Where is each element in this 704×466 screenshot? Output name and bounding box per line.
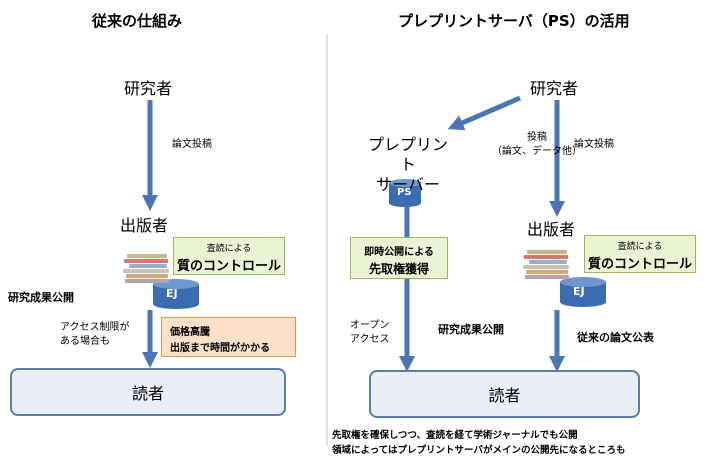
right-quality-big: 質のコントロール xyxy=(587,257,692,272)
right-publisher: 出版者 xyxy=(527,220,576,239)
ps-server-cylinder xyxy=(389,179,421,207)
right-ej-label: EJ xyxy=(573,285,585,298)
right-post-line1: 投稿 xyxy=(527,132,547,143)
footer-line1: 先取権を確保しつつ、査読を経て学術ジャーナルでも公開 xyxy=(332,430,578,441)
journal-stack-icon-left xyxy=(123,254,173,288)
right-post-line2: （論文、データ他） xyxy=(492,146,582,157)
ps-name-line1: プレプリント xyxy=(368,135,449,174)
right-publish-label: 研究成果公開 xyxy=(438,323,504,336)
ps-name: プレプリント サーバー xyxy=(368,135,448,195)
journal-stack-icon-right xyxy=(523,250,573,284)
left-reader-label: 読者 xyxy=(131,384,164,403)
open-access-label: オープン アクセス xyxy=(350,319,390,347)
left-title: 従来の仕組み xyxy=(92,12,183,30)
right-reader-label: 読者 xyxy=(488,386,521,405)
right-post-label: 投稿 （論文、データ他） xyxy=(492,131,582,159)
right-reader-box: 読者 xyxy=(369,370,640,418)
right-researcher: 研究者 xyxy=(530,79,579,98)
left-ej-label: EJ xyxy=(166,287,178,300)
left-publish-label: 研究成果公開 xyxy=(8,291,74,304)
traditional-label: 従来の論文公表 xyxy=(577,331,654,344)
right-title: プレプリントサーバ（PS）の活用 xyxy=(398,12,630,30)
left-access-note-line2: ある場合も xyxy=(60,336,110,347)
footer-line2: 領域によってはプレプリントサーバがメインの公開先になるところも xyxy=(332,445,626,456)
right-quality-box: 査読による 質のコントロール xyxy=(584,235,696,273)
left-access-note: アクセス制限が ある場合も xyxy=(60,321,130,349)
left-quality-box: 査読による 質のコントロール xyxy=(173,237,285,275)
right-submit-label: 論文投稿 xyxy=(574,139,614,150)
left-submit-label: 論文投稿 xyxy=(172,139,212,150)
arrow-researcher-to-ps xyxy=(447,95,521,131)
left-cost-line2: 出版まで時間がかかる xyxy=(170,343,270,354)
priority-line2: 先取権獲得 xyxy=(368,262,429,276)
left-researcher: 研究者 xyxy=(124,79,173,98)
ps-label: PS xyxy=(397,187,412,198)
ej-cylinder-right xyxy=(560,277,606,307)
left-quality-small: 査読による xyxy=(206,244,252,254)
left-cost-line1: 価格高騰 xyxy=(170,327,210,338)
footer-note: 先取権を確保しつつ、査読を経て学術ジャーナルでも公開 領域によってはプレプリント… xyxy=(332,428,625,458)
left-cost-box: 価格高騰 出版まで時間がかかる xyxy=(161,317,296,357)
priority-box: 即時公開による 先取権獲得 xyxy=(350,237,448,279)
priority-line1: 即時公開による xyxy=(364,247,434,258)
left-quality-big: 質のコントロール xyxy=(176,259,281,274)
open-access-line2: アクセス xyxy=(350,334,390,345)
right-quality-small: 査読による xyxy=(617,242,663,252)
left-publisher: 出版者 xyxy=(120,216,169,235)
open-access-line1: オープン xyxy=(350,320,390,331)
ej-cylinder-left xyxy=(153,279,199,309)
left-reader-box: 読者 xyxy=(10,368,286,416)
ps-name-line2: サーバー xyxy=(376,175,440,194)
left-access-note-line1: アクセス制限が xyxy=(60,322,130,333)
